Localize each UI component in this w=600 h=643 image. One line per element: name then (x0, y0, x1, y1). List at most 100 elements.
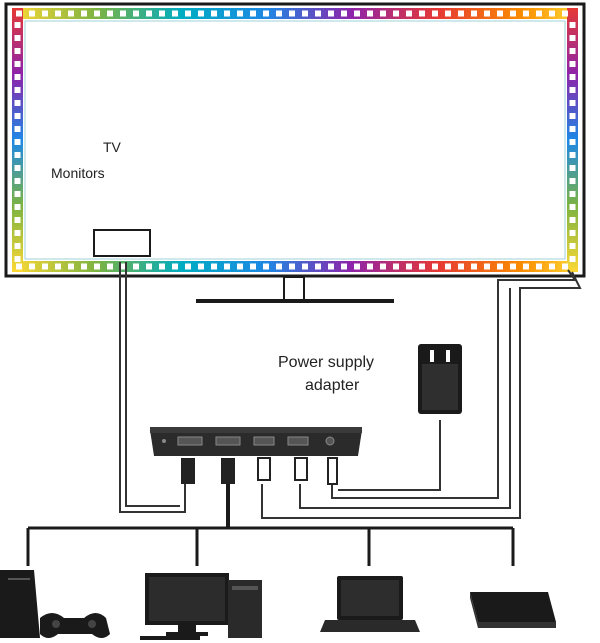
led-dot (146, 263, 152, 270)
led-dot (354, 10, 360, 17)
led-dot (445, 10, 451, 17)
led-dot (185, 10, 191, 17)
led-dot (406, 263, 412, 270)
led-dot (523, 263, 529, 270)
tv-monitor: TV Monitors (4, 2, 586, 303)
dc-port-icon (325, 436, 335, 446)
led-dot (497, 263, 503, 270)
led-dot (569, 61, 576, 67)
led-dot (536, 10, 542, 17)
led-dot (562, 10, 568, 17)
hdmi-plug-icon (181, 458, 195, 484)
led-dot (497, 10, 503, 17)
led-dot (328, 10, 334, 17)
monitors-label: Monitors (51, 165, 105, 181)
led-dot (471, 10, 477, 17)
led-dot (562, 263, 568, 270)
led-dot (406, 10, 412, 17)
led-dot (276, 263, 282, 270)
led-dot (484, 263, 490, 270)
led-dot (107, 10, 113, 17)
stand-base (196, 299, 394, 303)
led-dot (14, 178, 21, 184)
led-dot (569, 22, 576, 28)
cables (26, 262, 582, 566)
led-dot (432, 10, 438, 17)
led-dot (250, 263, 256, 270)
led-dot (302, 10, 308, 17)
camera-cable (119, 262, 186, 513)
led-dot (14, 165, 21, 171)
led-dot (14, 113, 21, 119)
led-dot (14, 35, 21, 41)
led-dot (211, 263, 217, 270)
led-dot (510, 10, 516, 17)
hdmi-port-icon (215, 436, 241, 446)
usb-plug-icon (294, 457, 308, 481)
led-dot (159, 10, 165, 17)
led-dot (14, 230, 21, 236)
hdmi-plug-icon (221, 458, 235, 484)
led-dot (29, 263, 35, 270)
led-strip (12, 8, 578, 272)
led-strip-cable (331, 269, 577, 499)
led-dot (159, 263, 165, 270)
led-dot (250, 10, 256, 17)
led-dot (211, 10, 217, 17)
game-console-icon (0, 570, 110, 638)
led-dot (569, 48, 576, 54)
usb-plug-icon (257, 457, 271, 481)
led-dot (536, 263, 542, 270)
led-dot (146, 10, 152, 17)
led-dot (68, 263, 74, 270)
led-dot (276, 10, 282, 17)
led-dot (29, 10, 35, 17)
led-dot (484, 10, 490, 17)
led-dot (569, 74, 576, 80)
led-dot (432, 263, 438, 270)
led-dot (523, 10, 529, 17)
led-dot (289, 263, 295, 270)
hub-plugs (181, 457, 338, 485)
desktop-pc-icon (140, 573, 262, 640)
led-dot (81, 263, 87, 270)
led-dot (120, 10, 126, 17)
led-dot (569, 256, 576, 262)
hdmi-port-icon (177, 436, 203, 446)
led-dot (569, 113, 576, 119)
led-dot (569, 204, 576, 210)
led-dot (224, 263, 230, 270)
led-dot (569, 178, 576, 184)
led-dot (224, 10, 230, 17)
usb-port-icon (287, 436, 309, 446)
led-dot (458, 263, 464, 270)
led-dot (393, 10, 399, 17)
led-dot (81, 10, 87, 17)
led-dot (237, 10, 243, 17)
led-dots (14, 10, 576, 270)
led-dot (341, 263, 347, 270)
led-dot (14, 243, 21, 249)
led-dot (549, 263, 555, 270)
led-dot (549, 10, 555, 17)
led-dot (14, 204, 21, 210)
led-dot (380, 10, 386, 17)
led-dot (328, 263, 334, 270)
tv-box-icon (470, 592, 556, 628)
led-dot (14, 191, 21, 197)
dc-plug-icon (327, 457, 338, 485)
led-dot (14, 100, 21, 106)
laptop-icon (320, 576, 420, 632)
usb-port-icon (253, 436, 275, 446)
led-dot (198, 263, 204, 270)
led-dot (16, 10, 22, 17)
led-dot (133, 263, 139, 270)
led-dot (367, 263, 373, 270)
sync-box (150, 427, 362, 456)
led-dot (315, 263, 321, 270)
led-dot (445, 263, 451, 270)
led-dot (120, 263, 126, 270)
led-dot (14, 126, 21, 132)
led-dot (569, 100, 576, 106)
led-dot (263, 10, 269, 17)
